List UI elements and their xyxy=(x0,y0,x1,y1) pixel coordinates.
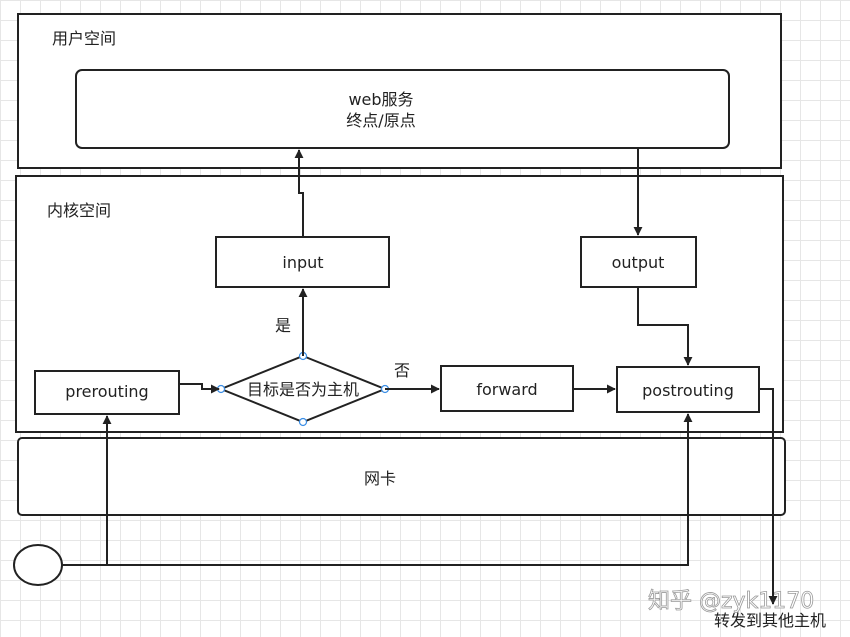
output-node xyxy=(580,236,697,288)
postrouting-label: postrouting xyxy=(642,381,734,400)
nic-region xyxy=(17,437,786,516)
prerouting-label: prerouting xyxy=(65,382,148,401)
prerouting-node xyxy=(34,370,180,415)
edge-output-to-postrouting xyxy=(637,287,693,366)
user-space-label: 用户空间 xyxy=(52,29,116,48)
input-label: input xyxy=(282,253,323,272)
edge-origin-to-postrouting xyxy=(107,413,693,566)
nic-label: 网卡 xyxy=(364,469,396,488)
watermark: 知乎 @zyk1170 xyxy=(648,589,814,614)
web-service-label: web服务 xyxy=(348,90,413,109)
edge-postrouting-to-external xyxy=(759,388,778,605)
forward-label: forward xyxy=(476,380,537,399)
decision-label: 目标是否为主机 xyxy=(247,380,359,399)
packet-origin-node xyxy=(13,544,63,586)
forward-node xyxy=(440,365,574,412)
kernel-space-label: 内核空间 xyxy=(47,201,111,220)
edge-no-label: 否 xyxy=(394,361,410,380)
output-label: output xyxy=(612,253,665,272)
edge-yes-label: 是 xyxy=(275,316,291,335)
postrouting-node xyxy=(616,366,760,413)
web-service-sublabel: 终点/原点 xyxy=(346,111,415,130)
forward-to-other-host-label: 转发到其他主机 xyxy=(714,611,826,630)
web-service-node xyxy=(75,69,730,149)
decision-port-bottom xyxy=(298,417,308,427)
edge-prerouting-to-decision xyxy=(179,383,220,394)
edge-input-to-web xyxy=(294,149,304,237)
